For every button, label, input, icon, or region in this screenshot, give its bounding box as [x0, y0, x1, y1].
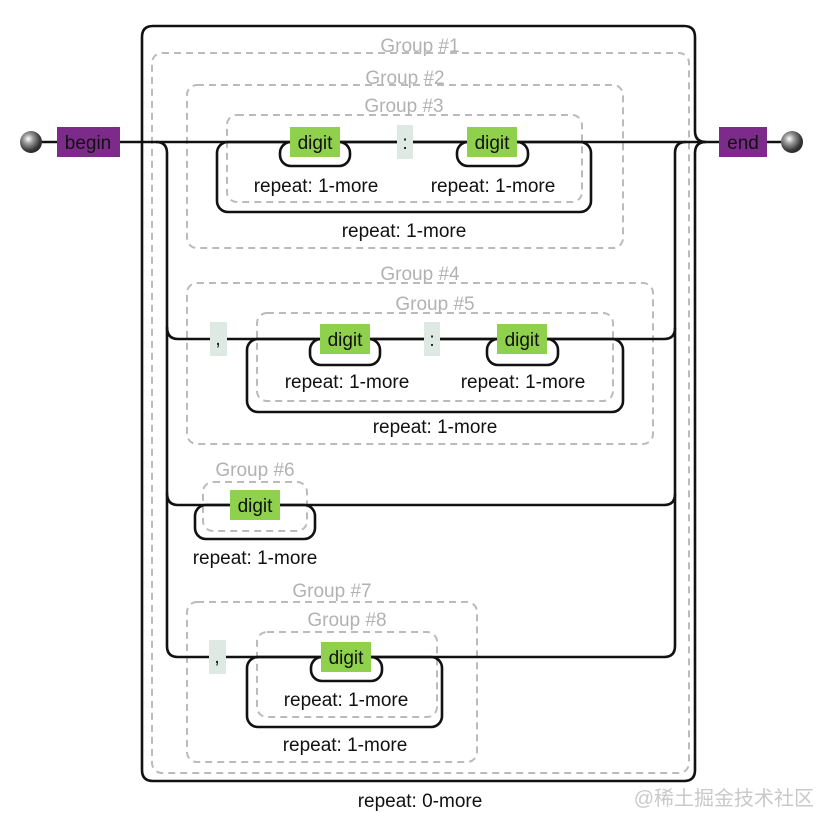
group-8-label: Group #8 — [307, 610, 386, 631]
group-2-box — [186, 84, 624, 249]
digit-box-r1a — [290, 127, 340, 157]
digit-label: digit — [329, 648, 365, 669]
group-4-label: Group #4 — [380, 264, 460, 285]
digit-box-r4 — [321, 642, 371, 672]
repeat-label: repeat: 1-more — [342, 221, 467, 242]
start-point — [20, 131, 42, 153]
colon-box-r2 — [424, 322, 440, 356]
repeat-label: repeat: 1-more — [254, 176, 379, 197]
group-6-label: Group #6 — [215, 460, 294, 481]
digit-box-r1b — [467, 127, 517, 157]
digit-box-r2a — [320, 324, 370, 354]
repeat-label: repeat: 1-more — [431, 176, 556, 197]
repeat-label: repeat: 1-more — [285, 372, 410, 393]
repeat-label: repeat: 1-more — [193, 548, 318, 569]
end-node — [719, 127, 767, 157]
watermark: @稀土掘金技术社区 — [634, 787, 814, 810]
group-1-box — [151, 52, 690, 774]
repeat-label: repeat: 1-more — [461, 372, 586, 393]
group-1-label: Group #1 — [380, 36, 459, 57]
repeat-label: repeat: 1-more — [373, 417, 498, 438]
group-5-box — [256, 312, 614, 402]
colon-label: : — [429, 330, 434, 351]
repeat-label: repeat: 1-more — [284, 690, 409, 711]
begin-node — [57, 127, 120, 157]
colon-box-r1 — [397, 125, 413, 159]
group-5-label: Group #5 — [395, 294, 474, 315]
comma-label: , — [214, 647, 219, 668]
end-label: end — [727, 133, 759, 154]
group-3-box — [226, 114, 583, 203]
branch-row3-line — [165, 492, 677, 507]
branch-row2-line — [165, 326, 677, 341]
comma-box-r2 — [210, 322, 227, 356]
group-7-box — [186, 601, 478, 763]
repeat-zero-more-label: repeat: 0-more — [358, 791, 483, 812]
group-4-box — [186, 282, 654, 445]
begin-label: begin — [65, 133, 112, 154]
end-point — [781, 131, 803, 153]
group-8-box — [256, 631, 438, 718]
comma-label: , — [215, 329, 220, 350]
digit-label: digit — [328, 330, 364, 351]
digit-label: digit — [238, 496, 274, 517]
repeat-label: repeat: 1-more — [283, 735, 408, 756]
group-3-label: Group #3 — [364, 96, 443, 117]
colon-label: : — [402, 133, 407, 154]
comma-box-r4 — [209, 640, 226, 674]
digit-label: digit — [298, 133, 334, 154]
digit-label: digit — [505, 330, 541, 351]
branch-spine — [155, 140, 687, 659]
group-2-label: Group #2 — [365, 68, 444, 89]
digit-box-r2b — [497, 324, 547, 354]
digit-box-r3 — [230, 490, 280, 520]
group-7-label: Group #7 — [292, 581, 371, 602]
digit-label: digit — [475, 133, 511, 154]
